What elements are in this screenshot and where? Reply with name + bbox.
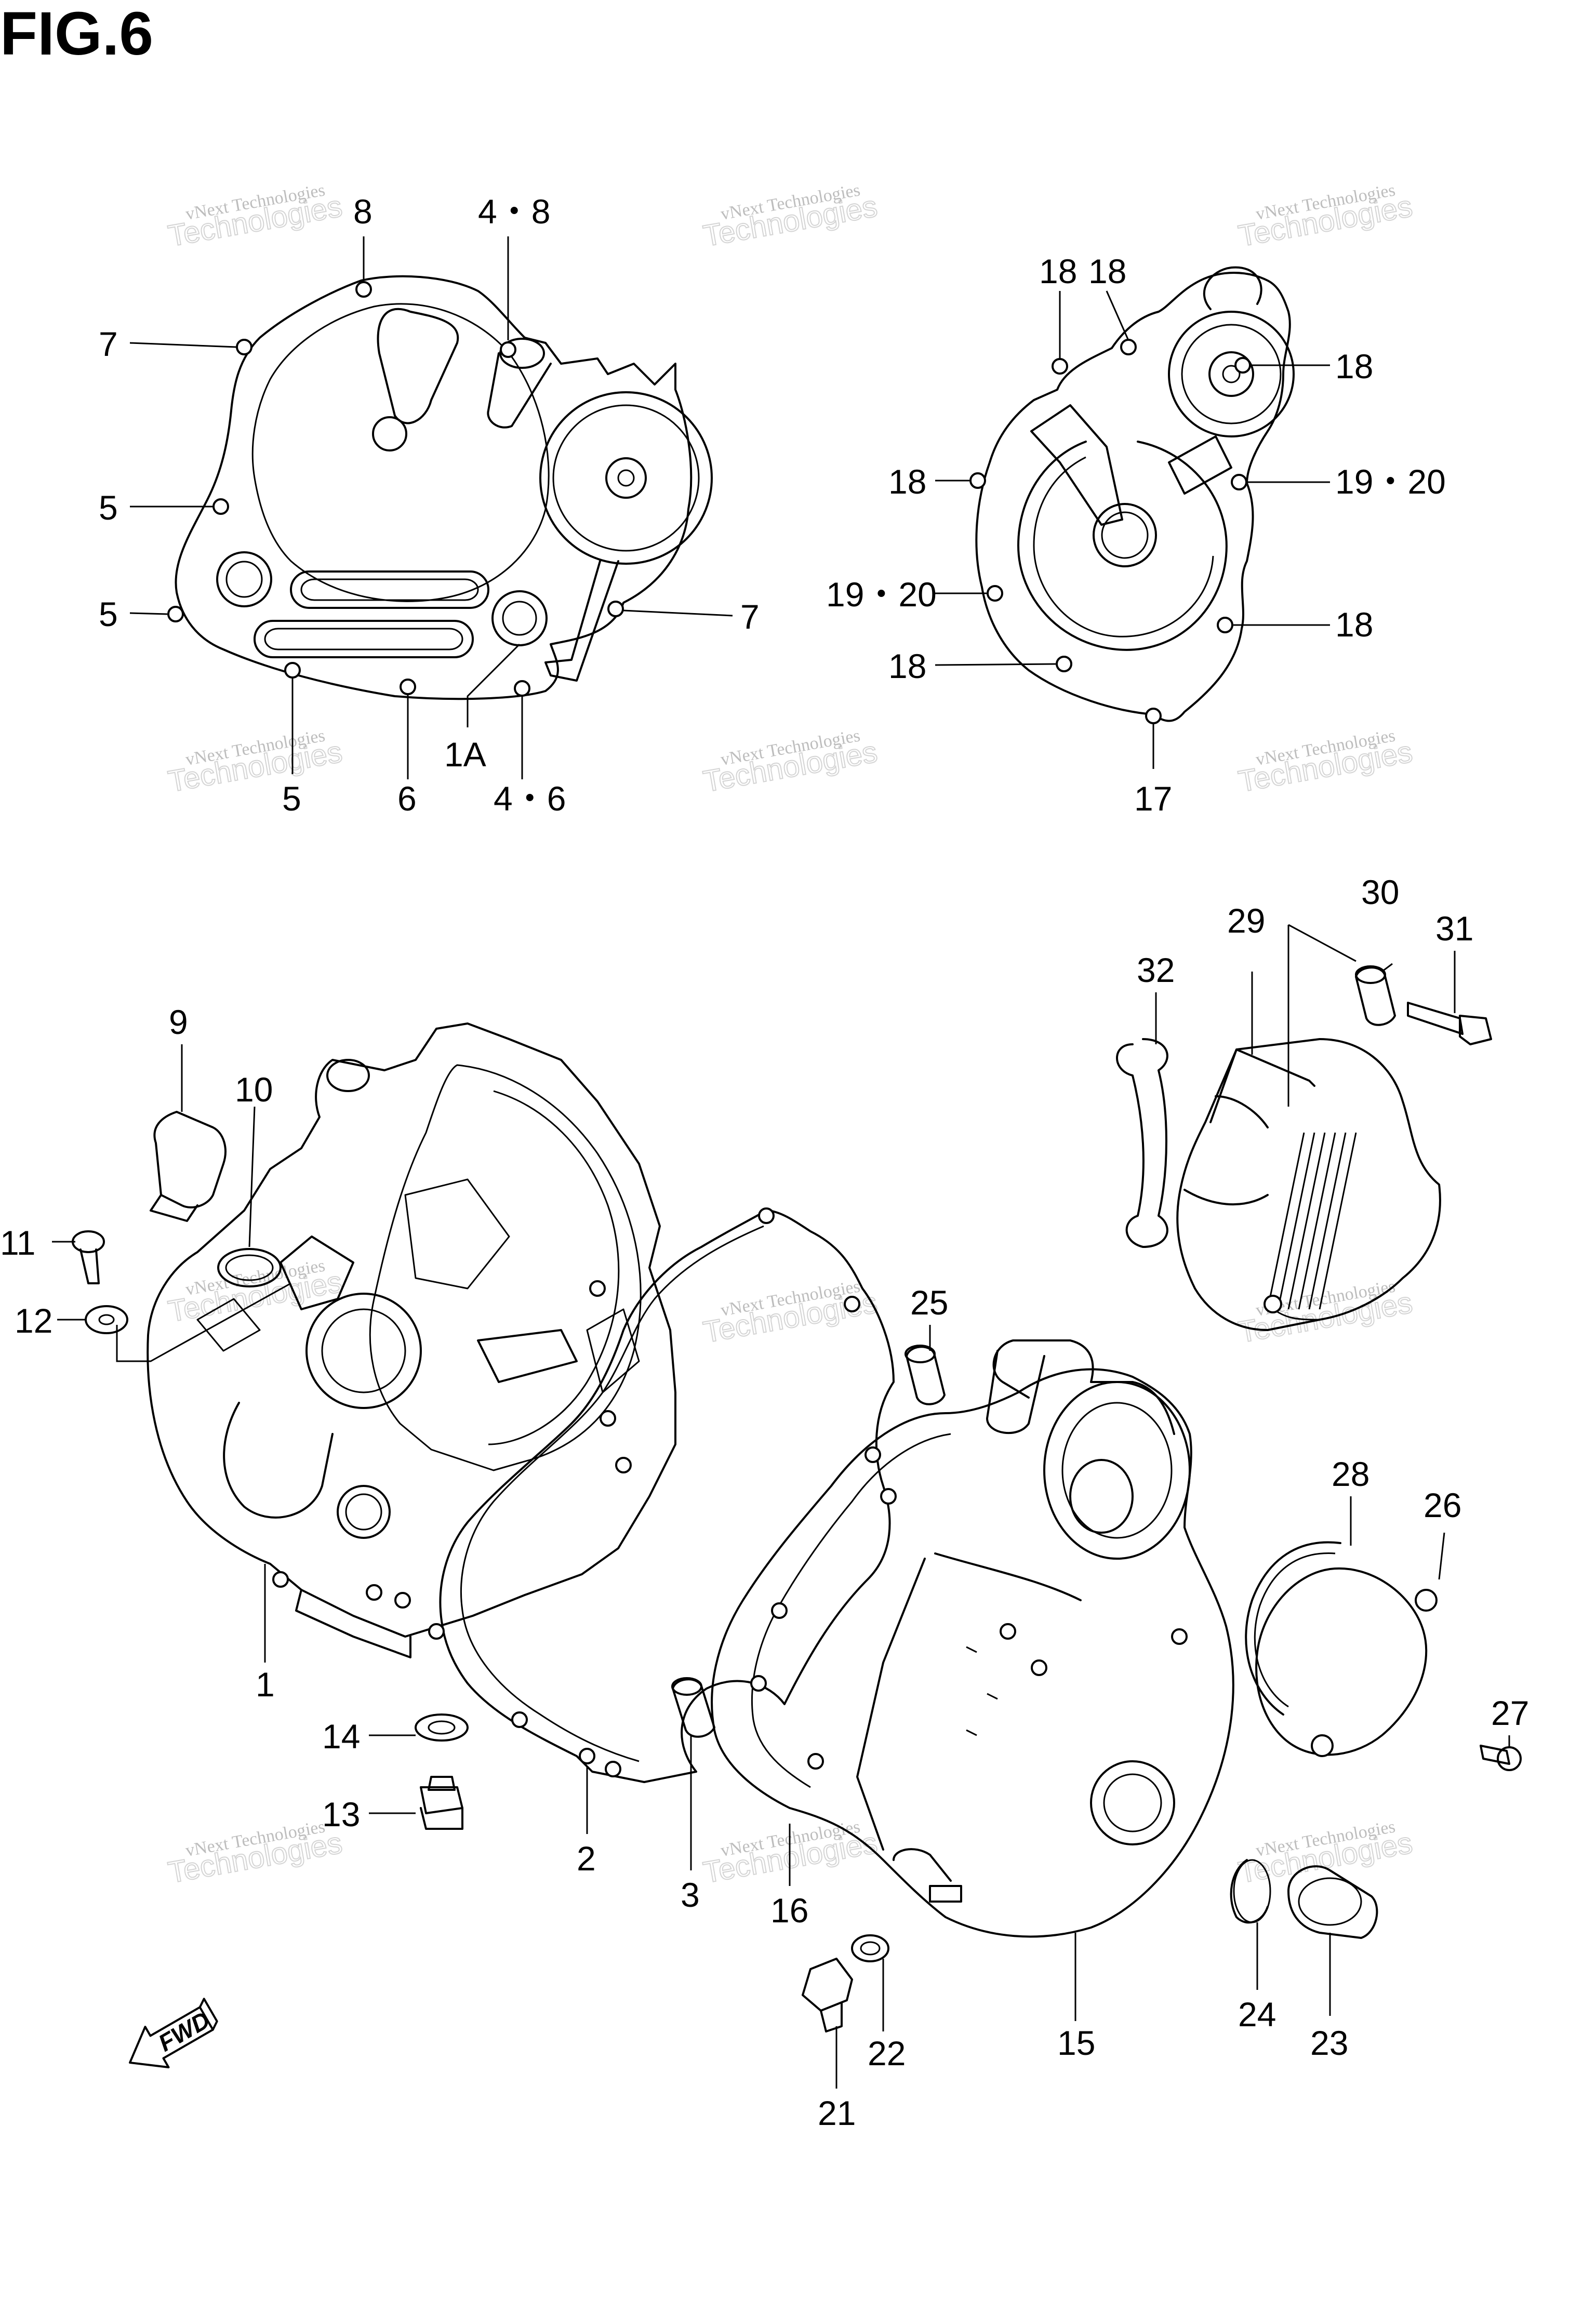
leader-lines-main — [52, 951, 1510, 2089]
oil-filler-cap-9 — [150, 1111, 227, 1222]
forward-arrow-icon: FWD — [129, 1998, 218, 2068]
callout-3: 3 — [681, 1876, 700, 1914]
collar-30 — [1355, 965, 1396, 1026]
callout-25: 25 — [910, 1283, 948, 1322]
leader-12 — [116, 1282, 291, 1362]
callout-2: 2 — [577, 1839, 596, 1878]
callout-18: 18 — [888, 647, 926, 685]
dowel-pin-25 — [905, 1345, 946, 1405]
callout-13: 13 — [322, 1795, 360, 1833]
forward-label: FWD — [154, 2006, 215, 2056]
callout-4-8: 4・8 — [478, 192, 550, 231]
watermark: Technologies vNext Technologies — [165, 1817, 345, 1890]
figure-title: FIG.6 — [0, 0, 153, 68]
callout-15: 15 — [1057, 2024, 1095, 2062]
watermark: Technologies vNext Technologies — [700, 726, 881, 799]
callout-19-20: 19・20 — [826, 575, 937, 614]
callout-26: 26 — [1424, 1486, 1461, 1524]
callout-18: 18 — [1335, 605, 1373, 644]
watermark: Technologies vNext Technologies — [165, 180, 345, 254]
bolt-31 — [1407, 1002, 1492, 1045]
callout-7: 7 — [740, 597, 760, 636]
callout-17: 17 — [1134, 779, 1172, 818]
washer-24 — [1230, 1859, 1271, 1924]
o-ring-28 — [1245, 1541, 1341, 1716]
callout-5: 5 — [99, 595, 118, 633]
callout-32: 32 — [1137, 951, 1175, 989]
screw-27 — [1480, 1745, 1522, 1771]
crankcase-left — [147, 1022, 676, 1658]
leader-29-30 — [1287, 924, 1356, 1107]
callout-18: 18 — [1335, 347, 1373, 386]
washer-12 — [85, 1305, 128, 1334]
gasket — [428, 1207, 895, 1783]
callout-16: 16 — [770, 1891, 808, 1930]
leader-lines-top-right — [935, 290, 1330, 769]
callout-24: 24 — [1238, 1995, 1276, 2034]
inspection-cover — [1255, 1567, 1438, 1757]
plug-23 — [1287, 1865, 1378, 1939]
clutch-cover-detail — [167, 275, 713, 700]
watermark: Technologies vNext Technologies — [1235, 180, 1416, 254]
callout-14: 14 — [322, 1717, 360, 1756]
hose-32 — [1116, 1038, 1168, 1248]
watermark: Technologies vNext Technologies — [700, 180, 881, 254]
sprocket-cover-29 — [1176, 1038, 1441, 1331]
callout-11: 11 — [0, 1224, 36, 1262]
callout-10: 10 — [235, 1070, 273, 1109]
watermark: Technologies vNext Technologies — [1235, 726, 1416, 799]
callout-labels: 8 4・8 7 5 5 7 1A 5 6 4・6 18 18 18 18 19・… — [0, 192, 1529, 2132]
washer-14 — [415, 1713, 469, 1742]
drain-plug-21 — [802, 1958, 853, 2032]
o-ring-10 — [217, 1248, 282, 1287]
callout-5: 5 — [99, 488, 118, 527]
callout-21: 21 — [818, 2094, 856, 2132]
callout-18: 18 — [1088, 252, 1126, 290]
leader-lines-top-left — [129, 236, 733, 779]
callout-29: 29 — [1227, 901, 1265, 940]
screw-11 — [72, 1230, 105, 1284]
callout-4-6: 4・6 — [494, 779, 566, 818]
callout-30: 30 — [1361, 873, 1399, 911]
callout-18: 18 — [1039, 252, 1077, 290]
callout-5: 5 — [282, 779, 301, 818]
callout-1A: 1A — [444, 735, 486, 774]
callout-9: 9 — [169, 1003, 188, 1041]
callout-23: 23 — [1310, 2024, 1348, 2062]
callout-19-20: 19・20 — [1335, 462, 1446, 501]
plug-13 — [420, 1776, 463, 1830]
callout-31: 31 — [1435, 909, 1473, 948]
watermark: Technologies vNext Technologies — [165, 726, 345, 799]
callout-27: 27 — [1491, 1694, 1529, 1732]
generator-cover — [711, 1339, 1234, 1938]
washer-22 — [851, 1934, 889, 1962]
callout-28: 28 — [1332, 1455, 1369, 1493]
callout-22: 22 — [868, 2034, 906, 2072]
generator-cover-detail — [969, 266, 1295, 724]
callout-1: 1 — [256, 1665, 275, 1704]
callout-7: 7 — [99, 325, 118, 363]
callout-18: 18 — [888, 462, 926, 501]
callout-8: 8 — [353, 192, 373, 231]
callout-12: 12 — [15, 1301, 52, 1340]
callout-6: 6 — [397, 779, 417, 818]
